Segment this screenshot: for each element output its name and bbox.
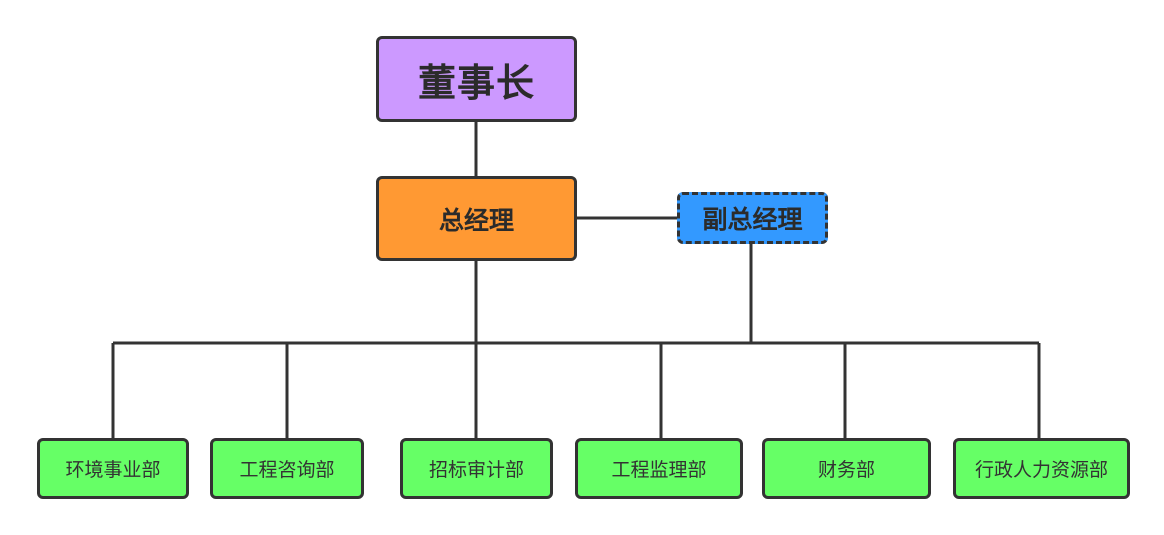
node-deputy-general-manager-label: 副总经理 — [702, 205, 803, 234]
node-dept-admin-hr: 行政人力资源部 — [953, 438, 1130, 499]
node-chairman: 董事长 — [376, 36, 577, 122]
dept-label: 招标审计部 — [428, 459, 524, 481]
dept-label: 工程咨询部 — [239, 459, 335, 481]
node-general-manager: 总经理 — [376, 176, 577, 261]
dept-label: 行政人力资源部 — [974, 459, 1108, 481]
node-chairman-label: 董事长 — [417, 60, 535, 105]
node-dept-environment: 环境事业部 — [37, 438, 189, 499]
node-deputy-general-manager: 副总经理 — [677, 192, 828, 244]
dept-label: 环境事业部 — [65, 459, 161, 481]
dept-label: 财务部 — [817, 459, 875, 481]
dept-label: 工程监理部 — [611, 459, 707, 481]
node-dept-engineering-supervision: 工程监理部 — [575, 438, 743, 499]
node-dept-bidding-audit: 招标审计部 — [400, 438, 553, 499]
node-dept-engineering-consulting: 工程咨询部 — [210, 438, 364, 499]
node-general-manager-label: 总经理 — [438, 205, 514, 235]
node-dept-finance: 财务部 — [762, 438, 931, 499]
